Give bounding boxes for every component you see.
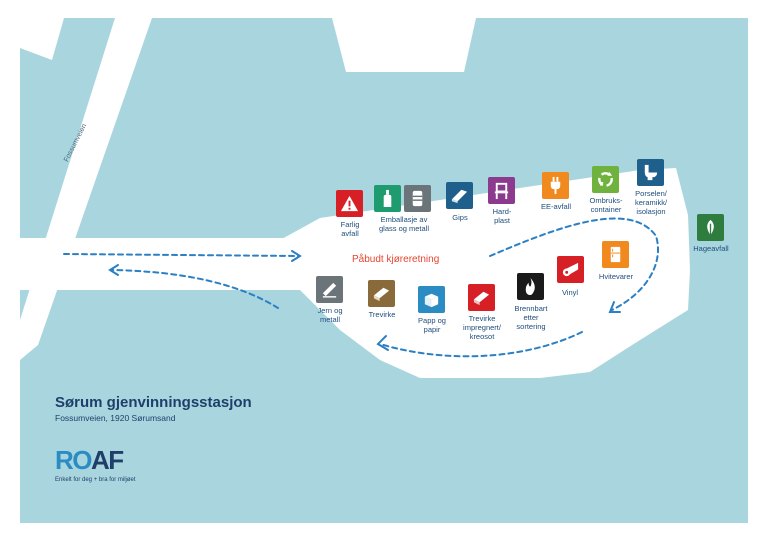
access-road (20, 238, 320, 290)
recycle-icon (598, 171, 613, 187)
station-papp-og-papir[interactable] (418, 286, 445, 313)
station-emballasje-glass[interactable] (374, 185, 401, 212)
station-label-farlig-avfall: Farlig avfall (340, 220, 360, 238)
station-label-trevirke-impregnert: Trevirke impregnert/ kreosot (463, 314, 501, 341)
station-trevirke-impregnert[interactable] (468, 284, 495, 311)
station-hardplast[interactable] (488, 177, 515, 204)
arrowhead-loop-south (376, 335, 389, 351)
station-label-trevirke: Trevirke (368, 310, 396, 319)
roaf-logo: ROAF (55, 445, 124, 475)
leaf-icon (707, 219, 714, 237)
warning-icon (340, 195, 359, 212)
station-farlig-avfall[interactable] (336, 190, 363, 217)
vinyl-roll-icon (562, 262, 579, 277)
toilet-icon (644, 164, 658, 181)
page-title: Sørum gjenvinningsstasjon (55, 394, 252, 411)
plug-icon (550, 176, 561, 195)
recycling-site-area (280, 168, 690, 378)
station-label-hageavfall: Hageavfall (693, 244, 729, 253)
traffic-arrows (63, 217, 660, 358)
station-porselen[interactable] (637, 159, 664, 186)
logo-part-af: AF (91, 445, 124, 475)
station-ombrukscontainer[interactable] (592, 166, 619, 193)
station-trevirke[interactable] (368, 280, 395, 307)
station-label-porselen: Porselen/ keramikk/ isolasjon (634, 189, 668, 216)
treated-wood-icon (473, 291, 490, 306)
land-top-patch (332, 18, 476, 72)
station-gips[interactable] (446, 182, 473, 209)
station-hageavfall[interactable] (697, 214, 724, 241)
direction-label: Påbudt kjøreretning (352, 254, 440, 265)
station-hvitevarer[interactable] (602, 241, 629, 268)
arrowhead-entry (291, 250, 302, 262)
logo-part-ro: RO (55, 445, 93, 475)
station-label-papp: Papp og papir (418, 316, 446, 334)
station-jern-og-metall[interactable] (316, 276, 343, 303)
arrow-loop-east (489, 217, 660, 311)
land-top-left (20, 18, 64, 60)
gypsum-board-icon (451, 189, 468, 204)
station-ee-avfall[interactable] (542, 172, 569, 199)
metal-bar-icon (322, 282, 337, 298)
arrow-loop-south (379, 331, 583, 358)
flame-icon (525, 277, 535, 296)
arrow-entry (63, 253, 299, 257)
plastic-chair-icon (494, 182, 509, 200)
arrowhead-exit (108, 264, 119, 276)
station-label-jern: Jern og metall (317, 306, 343, 324)
arrow-exit (111, 269, 279, 309)
station-label-brennbart: Brennbart etter sortering (514, 304, 548, 331)
station-label-hardplast: Hard- plast (492, 207, 512, 225)
bottle-icon (383, 189, 392, 208)
wood-icon (373, 287, 390, 302)
station-label-hvitevarer: Hvitevarer (598, 272, 634, 281)
station-vinyl[interactable] (557, 256, 584, 283)
arrowhead-loop-east (608, 301, 621, 313)
arrow-heads (108, 250, 621, 351)
station-label-ombruk: Ombruks- container (589, 196, 623, 214)
station-label-ee-avfall: EE-avfall (540, 202, 571, 211)
fridge-icon (610, 246, 621, 263)
address: Fossumveien, 1920 Sørumsand (55, 413, 176, 423)
station-label-emballasje: Emballasje av glass og metall (378, 215, 430, 233)
station-brennbart[interactable] (517, 273, 544, 300)
station-label-gips: Gips (452, 213, 468, 222)
cardboard-box-icon (424, 293, 439, 308)
logo-tagline: Enkelt for deg + bra for miljøet (55, 477, 136, 483)
station-label-vinyl: Vinyl (561, 288, 579, 297)
station-emballasje-metall[interactable] (404, 185, 431, 212)
can-icon (412, 190, 423, 207)
